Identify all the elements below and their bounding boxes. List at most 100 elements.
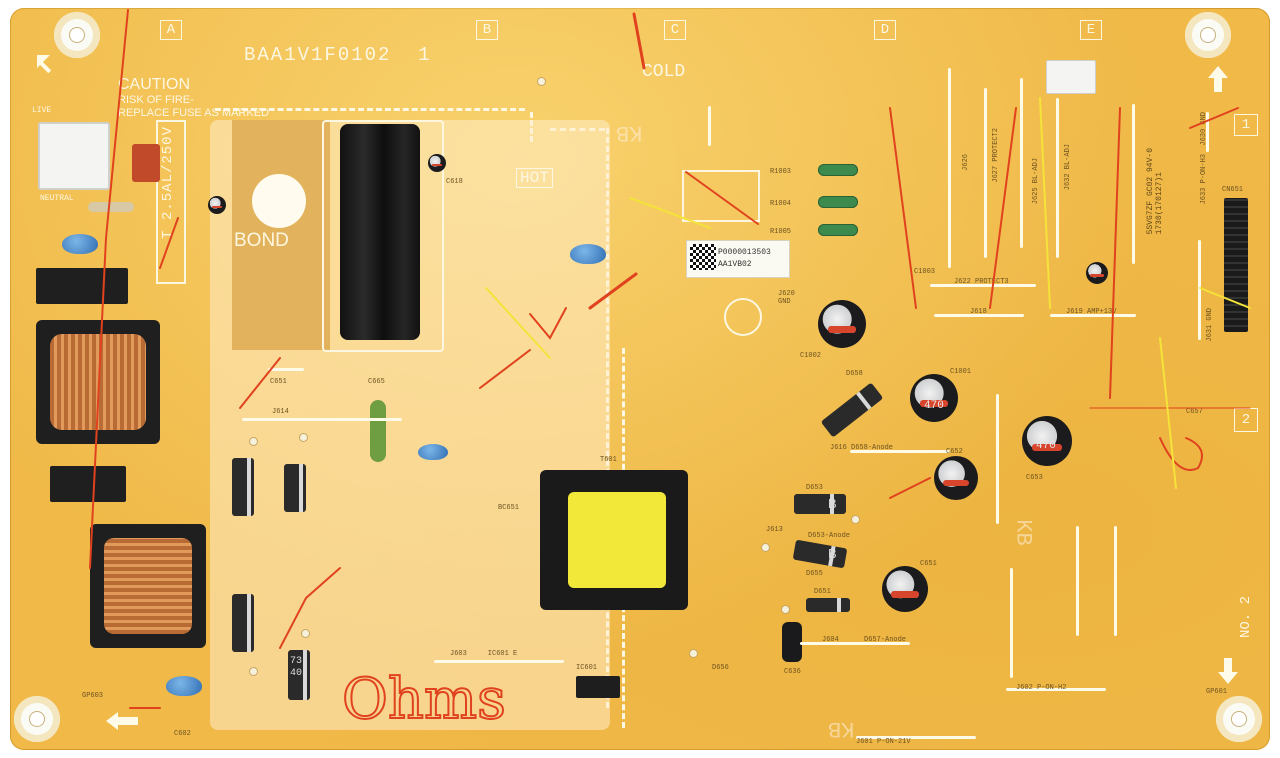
capacitor-c652	[934, 456, 978, 500]
jumper-wire	[1020, 78, 1023, 248]
jumper-wire	[242, 418, 402, 421]
resistor-r1005	[804, 224, 872, 236]
label-gp601: GP601	[1206, 688, 1228, 696]
jumper-wire	[1206, 112, 1209, 152]
pcb-board: A B C D E 1 2 BAA1V1F0102 1 COLD CAUTION…	[10, 8, 1270, 750]
ac-connector	[38, 122, 110, 190]
label-j602: J602 P-ON-H2	[1016, 684, 1067, 692]
jumper-wire	[984, 88, 987, 258]
transformer-core	[568, 492, 666, 588]
live-label: LIVE	[32, 106, 52, 115]
jumper-wire	[1132, 104, 1135, 264]
label-t601: T601	[600, 456, 617, 464]
cap-marking-c653: 470	[1036, 440, 1056, 452]
y-capacitor	[166, 676, 202, 696]
neutral-label: NEUTRAL	[40, 194, 74, 203]
label-c657: C657	[1186, 408, 1203, 416]
bond-label: BOND	[234, 230, 289, 251]
jumper-wire	[434, 660, 564, 663]
label-r1003: R1003	[770, 168, 792, 176]
capacitor-c1003	[1086, 262, 1108, 284]
label-c1003: C1003	[914, 268, 936, 276]
small-capacitor	[428, 154, 446, 172]
jumper-wire	[1114, 526, 1117, 636]
capacitor-c651	[882, 566, 928, 612]
marker-scribbles: Ohms	[89, 9, 1251, 733]
label-c602: C602	[174, 730, 191, 738]
jumper-wire	[850, 450, 950, 453]
jumper-wire	[996, 394, 999, 524]
jumper-wire	[948, 68, 951, 268]
capacitor-c636	[782, 622, 802, 662]
solder-pad	[250, 438, 257, 445]
part-number: BAA1V1F0102 1	[244, 44, 432, 66]
diode	[288, 650, 310, 700]
label-r1004: R1004	[770, 200, 792, 208]
grid-label-a: A	[160, 20, 182, 40]
jumper-wire	[1076, 526, 1079, 636]
diode-marking-b1: B	[828, 496, 837, 511]
label-d653: D653	[806, 484, 823, 492]
label-box	[682, 170, 760, 222]
jumper-wire	[800, 642, 910, 645]
hot-label: HOT	[516, 168, 553, 188]
label-d656: D656	[712, 664, 729, 672]
grid-label-e: E	[1080, 20, 1102, 40]
solder-pad	[782, 606, 789, 613]
label-j619: J619 AMP+13V	[1066, 308, 1117, 316]
jumper-wire	[268, 368, 304, 371]
y-capacitor	[62, 234, 98, 254]
label-c1002: C1002	[800, 352, 822, 360]
label-j604: J604	[822, 636, 839, 644]
jumper-wire	[1050, 314, 1136, 317]
label-d655: D655	[806, 570, 823, 578]
jumper-wire	[708, 106, 711, 146]
qr-text-1: P0000013503	[718, 248, 771, 257]
caution-title: CAUTION	[118, 76, 190, 93]
ic601	[576, 676, 620, 698]
label-bc651: BC651	[498, 504, 520, 512]
mounting-hole-icon	[14, 696, 60, 742]
green-resistor	[370, 400, 386, 462]
white-connector-top	[1046, 60, 1096, 94]
bond-area	[232, 120, 330, 350]
solder-pad	[538, 78, 545, 85]
arrow-down-icon	[1216, 656, 1240, 686]
label-j614: J614	[272, 408, 289, 416]
cap-marking-c1001: 470	[924, 400, 944, 412]
label-r1005: R1005	[770, 228, 792, 236]
arrow-left-icon	[104, 710, 140, 732]
grid-label-b: B	[476, 20, 498, 40]
arrow-up-icon	[34, 52, 58, 76]
bulk-cap-bracket	[322, 120, 444, 352]
recycle-pb-icon	[724, 298, 762, 336]
jumper-wire	[1010, 568, 1013, 678]
solder-pad	[250, 668, 257, 675]
y-capacitor	[570, 244, 606, 264]
grid-label-d: D	[874, 20, 896, 40]
diode	[232, 458, 254, 516]
mounting-hole-icon	[1185, 12, 1231, 58]
handwriting-ohms: Ohms	[342, 667, 506, 732]
cold-label: COLD	[642, 62, 686, 82]
label-gp603: GP603	[82, 692, 104, 700]
capacitor-c1001	[910, 374, 958, 422]
solder-pad	[690, 650, 697, 657]
small-capacitor	[208, 196, 226, 214]
bulk-capacitor	[340, 124, 420, 340]
resistor-r1004	[804, 196, 872, 208]
mounting-hole-icon	[54, 12, 100, 58]
label-c618: C618	[446, 178, 463, 186]
label-c665: C665	[368, 378, 385, 386]
jumper-wire	[930, 284, 1036, 287]
capacitor-c653	[1022, 416, 1072, 466]
jumper-wire	[856, 736, 976, 739]
connector-cn651	[1224, 198, 1248, 332]
jumper-wire	[934, 314, 1024, 317]
diode-d653	[794, 494, 846, 514]
diode-marking: 73 40	[290, 656, 303, 679]
capacitor-c1002	[818, 300, 866, 348]
y-capacitor	[418, 444, 448, 460]
qr-code-icon	[690, 244, 716, 270]
label-j601: J601 P-ON-21V	[856, 738, 911, 746]
